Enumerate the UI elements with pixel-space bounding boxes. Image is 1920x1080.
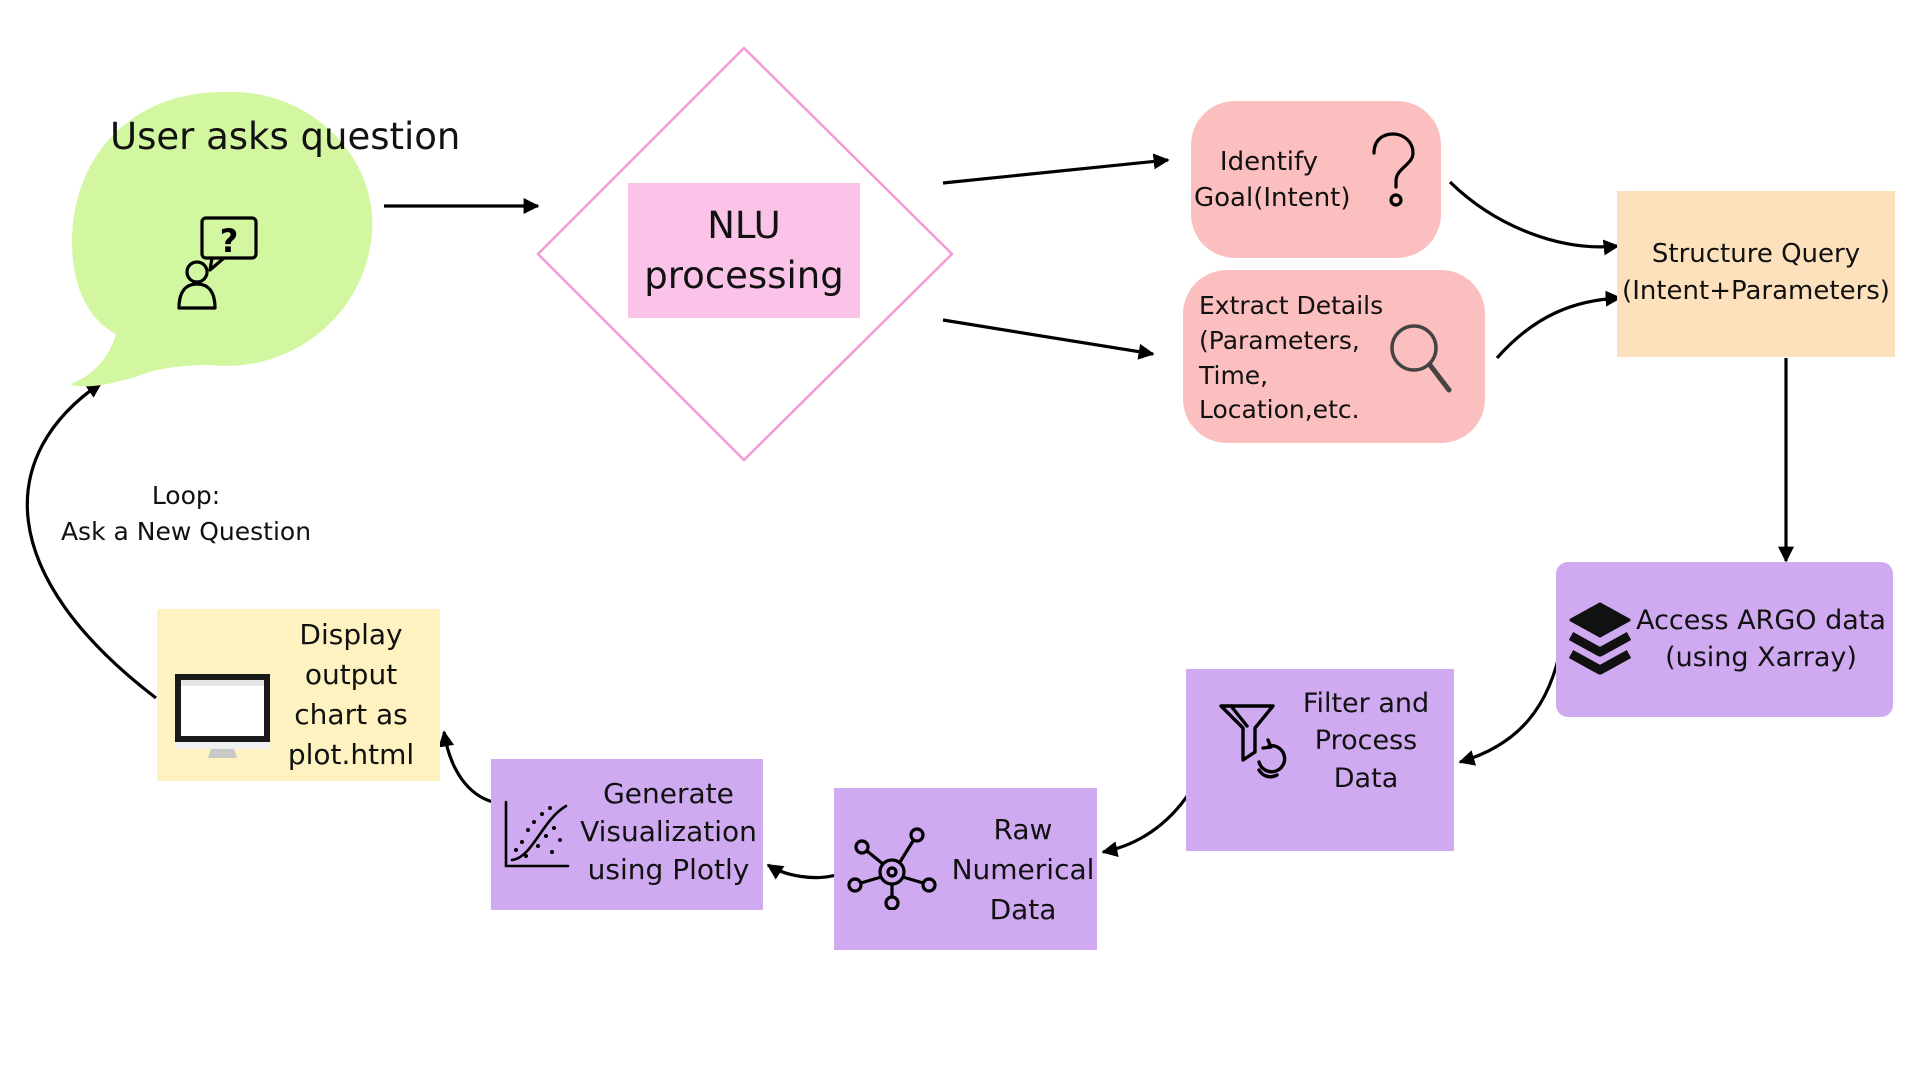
question-mark-icon [1372,132,1415,207]
access-argo-box [1556,562,1893,717]
structure-query-label: Structure Query (Intent+Parameters) [1622,239,1890,306]
nlu-processing-box: NLU processing [628,183,860,318]
filter-process-label: Filter and Process Data [1302,688,1430,794]
arrow-intent-to-structure [1448,180,1620,256]
loop-label: Loop: Ask a New Question [58,478,314,549]
extract-line-3: Time, [1199,360,1269,390]
raw-data-label: Raw Numerical Data [951,813,1095,926]
structure-query-box [1617,191,1895,357]
identify-intent-label: Identify Goal(Intent) [1194,147,1351,213]
filter-refresh-icon [1219,704,1287,779]
access-argo-label: Access ARGO data (using Xarray) [1636,605,1886,673]
arrow-nlu-to-intent [942,153,1170,185]
raw-data-box [834,788,1097,950]
filter-process-box [1186,669,1454,851]
arrow-viz-to-display [438,730,494,804]
arrow-extract-to-structure [1495,290,1622,360]
svg-text:?: ? [220,222,239,260]
extract-line-1: Extract Details [1199,291,1384,320]
arrow-argo-to-filter [1458,641,1564,766]
extract-line-4: Location,etc. [1199,395,1360,425]
search-icon [1390,324,1452,393]
nlu-diamond [536,46,954,462]
speech-bubble [70,91,373,387]
loop-label-line-2: Ask a New Question [60,516,312,546]
monitor-icon [175,674,270,758]
layers-icon [1568,602,1632,675]
display-output-label: Display output chart as plot.html [287,618,415,772]
scatter-plot-icon [504,800,570,868]
arrow-loop-to-user [25,381,157,700]
extract-line-2: (Parameters, [1199,325,1360,355]
arrow-raw-to-viz [766,863,837,880]
loop-label-line-1: Loop: [151,481,221,510]
generate-visualization-label: Generate Visualization using Plotly [580,777,757,886]
user-question-label: User asks question [110,115,461,158]
generate-visualization-box [491,759,763,910]
network-icon [847,827,937,910]
arrow-nlu-to-extract [942,318,1155,360]
arrow-filter-to-raw [1101,791,1192,858]
extract-details-label: Extract Details (Parameters, Time, Locat… [1199,289,1383,428]
identify-intent-box [1191,101,1441,258]
user-question-icon: ? [177,216,258,310]
